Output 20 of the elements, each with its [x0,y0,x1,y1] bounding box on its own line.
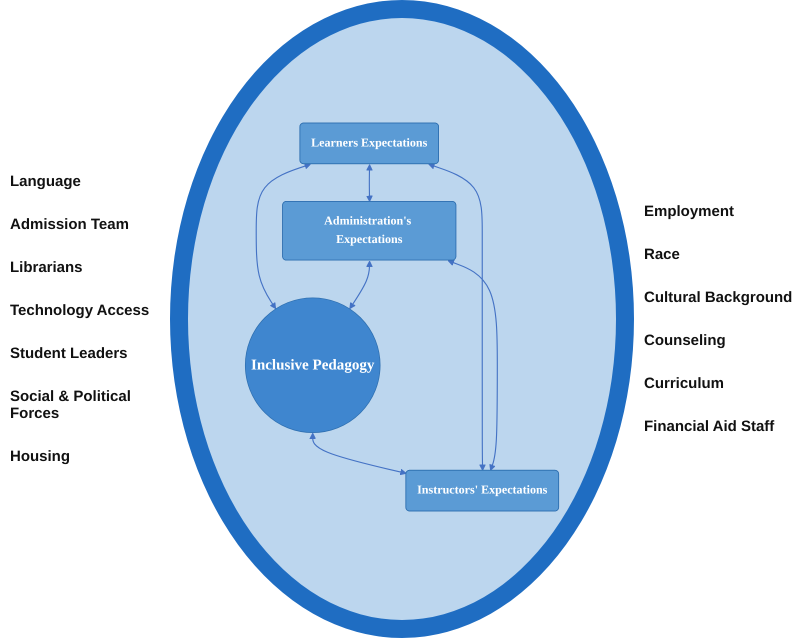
factor-label: Curriculum [644,375,726,392]
arrow [428,162,486,470]
factor-label: Technology Access [10,302,150,319]
factor-label: Social & Political Forces [10,388,132,422]
arrow [366,164,373,202]
factor-label: Admission Team [10,216,130,233]
factor-label: Housing [10,448,71,465]
factor-label: Language [10,173,82,190]
factor-label: Counseling [644,332,727,349]
arrow [256,162,311,309]
factor-label: Race [644,246,681,263]
factor-label: Financial Aid Staff [644,418,776,435]
node-circle: Inclusive Pedagogy [244,296,380,432]
factor-label: Student Leaders [10,345,129,362]
arrow [309,432,407,475]
arrow [448,259,498,470]
factor-label: Employment [644,203,736,220]
factor-label: Cultural Background [644,289,794,306]
arrow [349,260,373,309]
factor-label: Librarians [10,259,84,276]
